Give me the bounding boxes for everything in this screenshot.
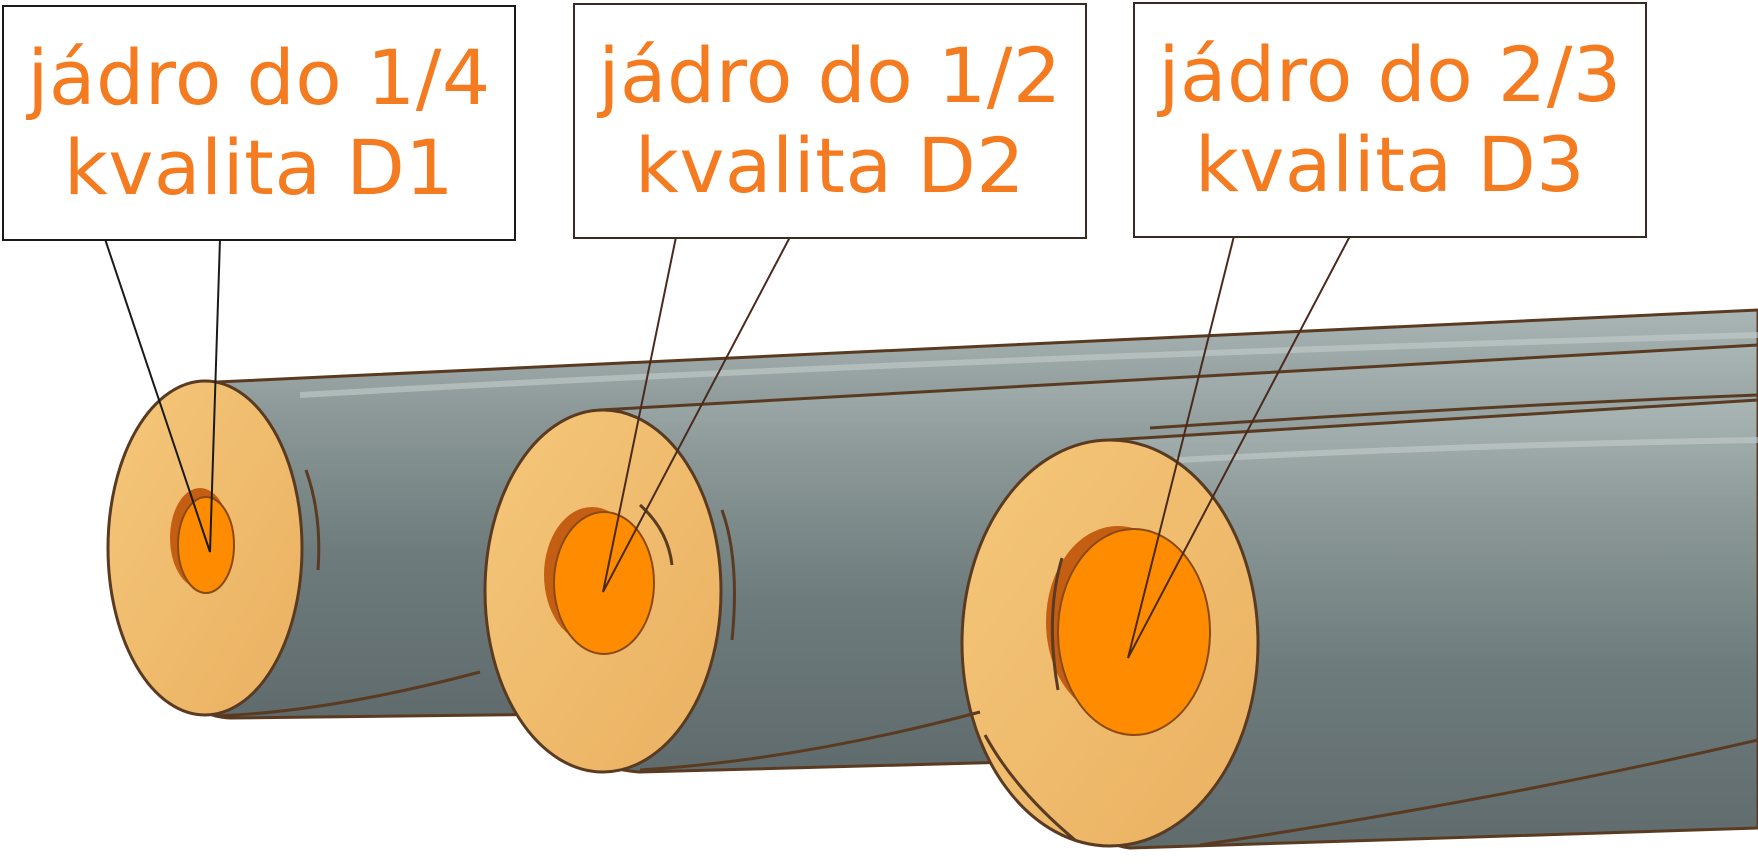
callout-quality-d2: jádro do 1/2 kvalita D2 (573, 3, 1087, 239)
callout-quality-d3: jádro do 2/3 kvalita D3 (1133, 2, 1647, 238)
callout-2-core-ratio: jádro do 1/2 (598, 31, 1062, 120)
callout-2-quality: kvalita D2 (634, 121, 1026, 210)
callout-1-quality: kvalita D1 (63, 123, 455, 212)
callout-1-core-ratio: jádro do 1/4 (27, 33, 491, 122)
tube-1-core (177, 496, 235, 594)
tube-3 (639, 398, 1758, 850)
callout-3-core-ratio: jádro do 2/3 (1158, 30, 1622, 119)
pointer-3 (1127, 235, 1351, 659)
callout-3-quality: kvalita D3 (1194, 120, 1586, 209)
pointer-2 (602, 236, 791, 593)
pointer-1 (104, 238, 221, 553)
callout-quality-d1: jádro do 1/4 kvalita D1 (2, 5, 516, 241)
callout-pointers (104, 235, 1351, 659)
